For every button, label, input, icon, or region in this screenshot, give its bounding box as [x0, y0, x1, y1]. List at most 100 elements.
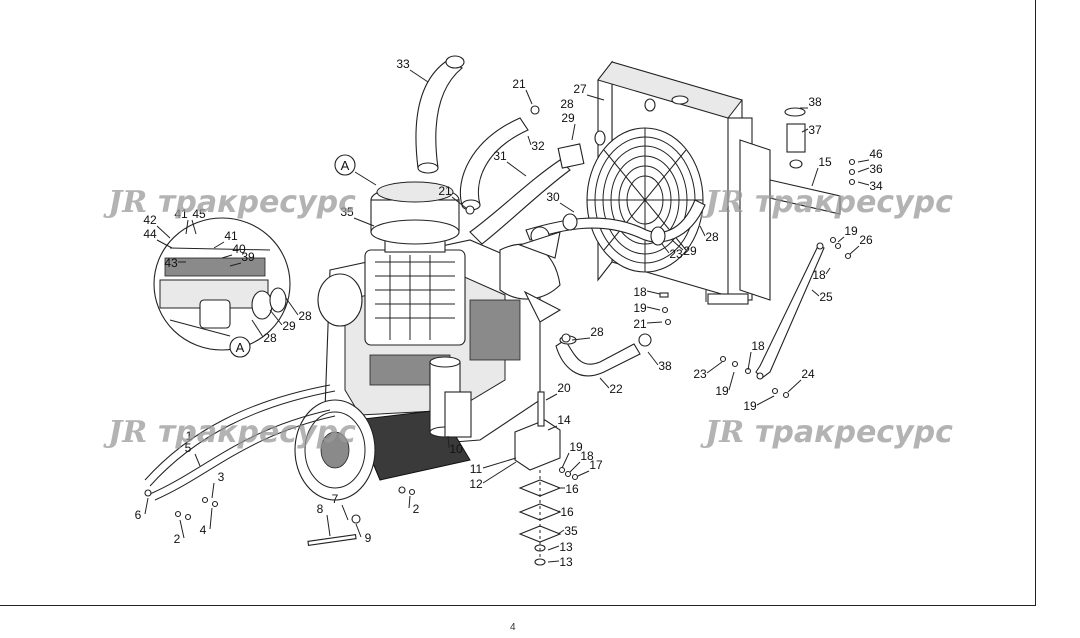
- part-number-label: 29: [683, 244, 697, 258]
- part-number-label: 3: [218, 470, 225, 484]
- part-number-label: 23: [693, 367, 707, 381]
- part-number-label: 39: [241, 250, 255, 264]
- part-number-label: 30: [546, 190, 560, 204]
- part-number-label: 13: [559, 555, 573, 569]
- leader-line: [557, 529, 565, 535]
- part-number-label: 10: [449, 442, 463, 456]
- part-number-label: 9: [365, 531, 372, 545]
- callout-a-top-letter: A: [341, 158, 350, 173]
- part-number-label: 18: [751, 339, 765, 353]
- watermark-text: тракресурс: [158, 185, 356, 220]
- leader-line: [586, 94, 605, 101]
- part-number-label: 2: [174, 532, 181, 546]
- leader-line: [191, 219, 197, 235]
- part-number-label: 28: [263, 331, 277, 345]
- leader-line: [185, 219, 189, 235]
- callout-a-inset-letter: A: [236, 340, 245, 355]
- leader-line: [269, 309, 283, 326]
- part-number-label: 21: [512, 77, 526, 91]
- leader-line: [801, 128, 809, 133]
- part-number-label: 44: [143, 227, 157, 241]
- part-number-label: 19: [715, 384, 729, 398]
- part-number-label: 22: [609, 382, 623, 396]
- leader-line: [646, 290, 661, 295]
- leader-line: [527, 135, 532, 146]
- part-number-label: 34: [869, 179, 883, 193]
- part-number-label: 33: [396, 57, 410, 71]
- part-number-label: 21: [633, 317, 647, 331]
- watermark-text: тракресурс: [755, 185, 953, 220]
- part-number-label: 29: [282, 319, 296, 333]
- part-number-label: 45: [192, 207, 206, 221]
- part-number-label: 23: [669, 247, 683, 261]
- leader-line: [559, 202, 575, 213]
- part-number-label: 42: [143, 213, 157, 227]
- part-number-label: 21: [438, 184, 452, 198]
- leader-line: [571, 123, 576, 141]
- leader-line: [811, 289, 820, 297]
- part-number-label: 36: [869, 162, 883, 176]
- part-number-label: 18: [580, 449, 594, 463]
- leader-line: [409, 69, 429, 83]
- leader-line: [706, 361, 723, 374]
- leader-line: [156, 239, 173, 249]
- callout-a-inset: A: [229, 336, 251, 358]
- leader-line: [577, 470, 590, 477]
- leader-line: [482, 457, 517, 469]
- part-number-label: 24: [801, 367, 815, 381]
- part-number-label: 28: [590, 325, 604, 339]
- part-number-label: 8: [317, 502, 324, 516]
- fastener-set: [144, 105, 856, 546]
- leader-line: [547, 560, 560, 563]
- bracket-15: [769, 107, 841, 215]
- part-number-label: 18: [812, 268, 826, 282]
- part-number-label: 26: [859, 233, 873, 247]
- part-number-label: 5: [185, 441, 192, 455]
- watermark-bottom-left: JR тракресурс: [103, 415, 356, 450]
- part-number-label: 46: [869, 147, 883, 161]
- part-number-label: 17: [589, 458, 603, 472]
- leader-line: [179, 519, 185, 539]
- leader-line: [326, 514, 331, 537]
- part-number-label: 29: [561, 111, 575, 125]
- watermark-logo: JR: [700, 415, 744, 450]
- leader-line: [285, 297, 299, 316]
- part-number-label: 41: [224, 229, 238, 243]
- part-number-label: 19: [743, 399, 757, 413]
- leader-line: [857, 181, 870, 186]
- leader-line: [557, 510, 561, 513]
- leader-line: [156, 225, 171, 239]
- leader-line: [209, 507, 213, 530]
- part-number-label: 12: [469, 477, 483, 491]
- part-number-label: 7: [332, 492, 339, 506]
- part-number-label: 31: [493, 149, 507, 163]
- callout-a-top: A: [334, 154, 377, 186]
- leader-line: [561, 452, 570, 469]
- watermark-logo: JR: [103, 185, 147, 220]
- part-number-label: 38: [808, 95, 822, 109]
- leader-line: [699, 225, 706, 237]
- leader-line: [646, 321, 663, 324]
- turbo-and-fan: [317, 231, 562, 327]
- leader-line: [849, 245, 860, 255]
- leader-line: [408, 495, 411, 509]
- leader-line: [857, 159, 870, 163]
- part-number-label: 16: [565, 482, 579, 496]
- leader-line: [728, 371, 735, 391]
- leader-line: [747, 351, 752, 371]
- part-number-label: 28: [705, 230, 719, 244]
- watermark-bottom-right: JR тракресурс: [700, 415, 953, 450]
- leader-line: [506, 161, 527, 177]
- leader-line: [571, 337, 591, 341]
- leader-line: [213, 241, 225, 249]
- part-number-label: 19: [844, 224, 858, 238]
- leader-line: [837, 236, 845, 243]
- part-number-label: 37: [808, 123, 822, 137]
- part-number-label: 15: [818, 155, 832, 169]
- leader-line: [144, 497, 149, 515]
- leader-line: [787, 379, 802, 393]
- part-number-label: 6: [135, 508, 142, 522]
